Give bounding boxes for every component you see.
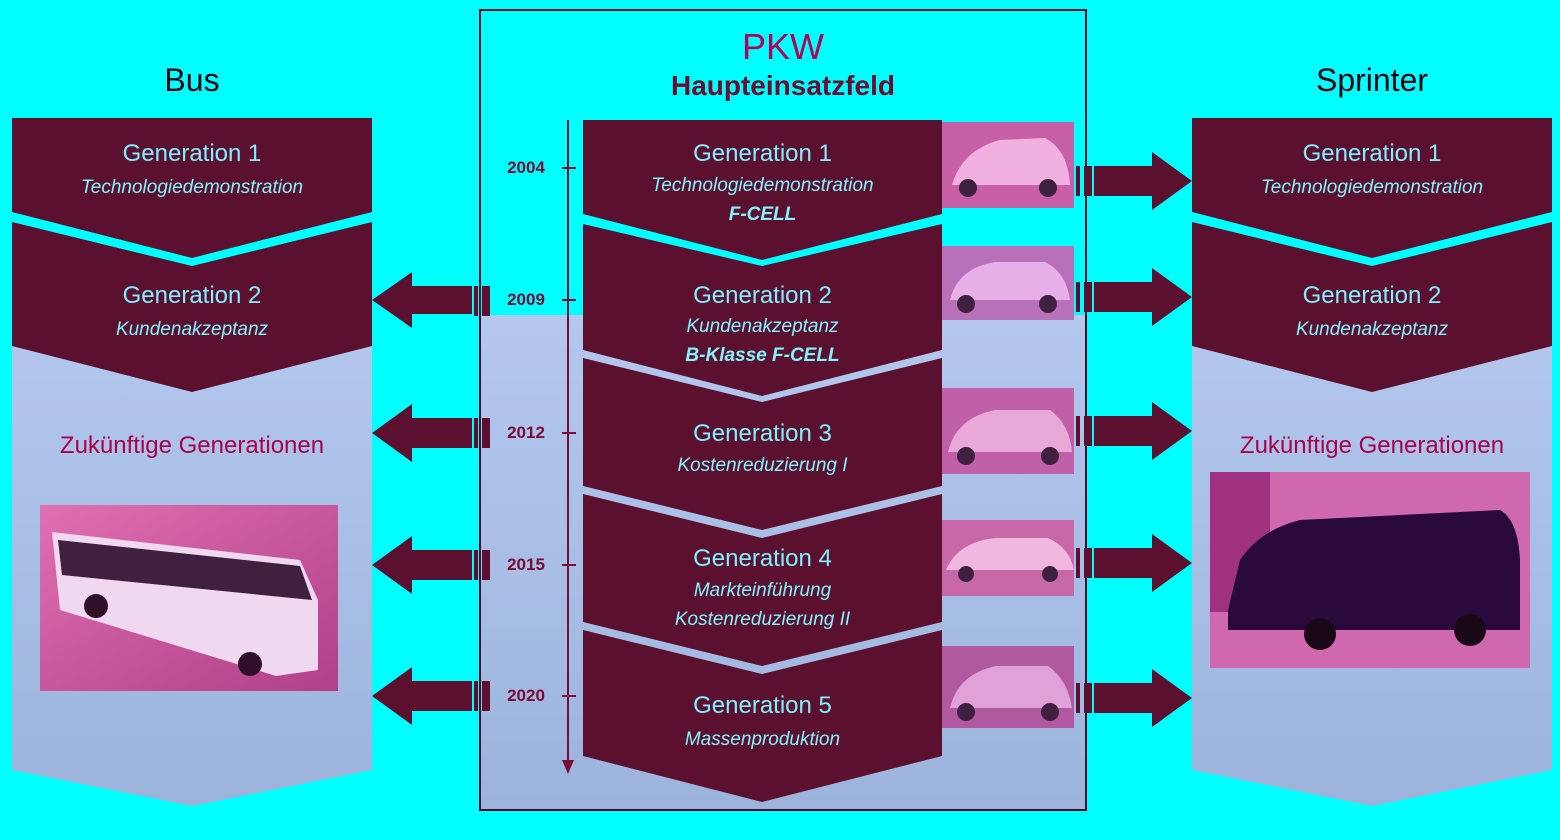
right-arrows (1076, 152, 1192, 727)
year-2015: 2015 (507, 555, 545, 574)
right-arrow-2009 (1076, 268, 1192, 326)
timeline-arrowhead (562, 760, 574, 774)
year-2009: 2009 (507, 290, 545, 309)
pkw-frame (479, 9, 1087, 811)
sprinter-gen1-desc: Technologiedemonstration (1260, 177, 1484, 198)
right-arrow-2012 (1076, 402, 1192, 460)
pkw-gen1-line1: Technologiedemonstration (651, 175, 874, 196)
pkw-gen2-label: Generation 2 (693, 282, 832, 309)
pkw-gen3-chevron (583, 358, 942, 530)
pkw-gen2-line2: B-Klasse F-CELL (685, 345, 840, 366)
pkw-gen5-label: Generation 5 (693, 692, 832, 719)
sprinter-gen2-chevron (1192, 222, 1552, 392)
sprinter-gen1-chevron (1192, 118, 1552, 258)
car-photo-b-klasse (942, 246, 1074, 320)
sprinter-gen1-label: Generation 1 (1302, 140, 1442, 167)
right-arrow-2004 (1076, 152, 1192, 210)
pkw-title: PKW (741, 26, 824, 67)
right-arrow-2015 (1076, 534, 1192, 592)
year-2020: 2020 (507, 686, 545, 705)
bus-gen1-desc: Technologiedemonstration (80, 177, 304, 198)
pkw-gen5-line1: Massenproduktion (684, 729, 841, 750)
bus-gen2-label: Generation 2 (122, 282, 262, 309)
pkw-gen2-chevron (583, 224, 942, 396)
pkw-gen1-line2: F-CELL (728, 204, 797, 225)
sprinter-gen2-label: Generation 2 (1302, 282, 1442, 309)
year-2004: 2004 (507, 158, 545, 177)
bus-gen2-chevron (12, 222, 372, 392)
pkw-subtitle: Haupteinsatzfeld (670, 70, 896, 101)
left-arrow-2020 (372, 667, 490, 725)
pkw-gen2-line1: Kundenakzeptanz (686, 316, 839, 337)
left-arrow-2015 (372, 536, 490, 594)
car-photo-gen5 (942, 646, 1074, 728)
sprinter-photo (1210, 472, 1530, 668)
year-2012: 2012 (507, 423, 545, 442)
pkw-gen4-label: Generation 4 (693, 545, 832, 572)
right-arrow-2020 (1076, 669, 1192, 727)
car-photo-f-cell (942, 122, 1074, 208)
car-photo-gen4 (942, 520, 1074, 596)
pkw-gen4-chevron (583, 494, 942, 666)
bus-photo (40, 505, 338, 691)
bus-title: Bus (164, 62, 220, 98)
bus-gen2-desc: Kundenakzeptanz (115, 319, 269, 340)
pkw-gen4-line1: Markteinführung (693, 580, 832, 601)
left-arrow-2012 (372, 404, 490, 462)
pkw-gen1-chevron (583, 120, 942, 260)
pkw-gen5-chevron (583, 630, 942, 802)
car-photo-gen3 (942, 388, 1074, 474)
bus-gen1-label: Generation 1 (122, 140, 262, 167)
pkw-gen1-label: Generation 1 (693, 140, 832, 167)
bus-future-label: Zukünftige Generationen (59, 432, 325, 459)
left-arrow-2009 (372, 272, 490, 328)
sprinter-future-label: Zukünftige Generationen (1239, 432, 1505, 459)
left-arrows (372, 272, 490, 725)
sprinter-gen2-desc: Kundenakzeptanz (1295, 319, 1449, 340)
pkw-gen3-line1: Kostenreduzierung I (677, 455, 848, 476)
pkw-gen3-label: Generation 3 (693, 420, 832, 447)
bus-gen1-chevron (12, 118, 372, 258)
pkw-gen4-line2: Kostenreduzierung II (674, 609, 851, 630)
sprinter-title: Sprinter (1315, 62, 1429, 98)
